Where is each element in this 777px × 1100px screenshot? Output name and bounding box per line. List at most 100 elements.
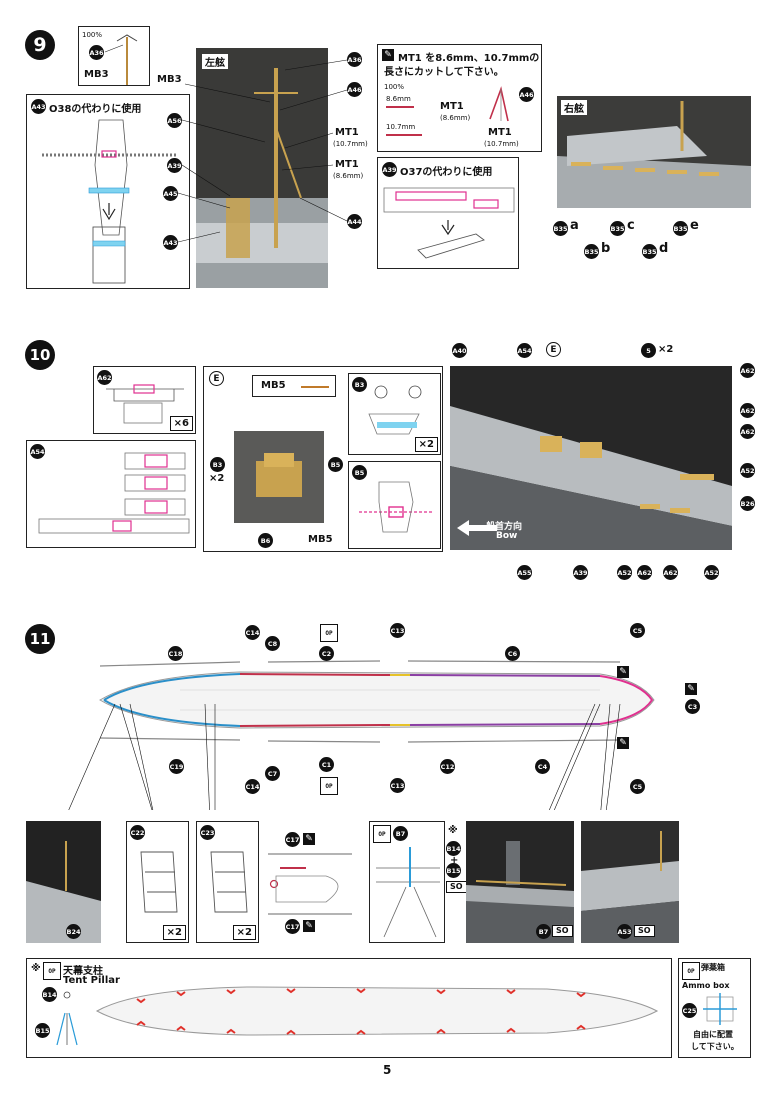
tent-note: ※ bbox=[31, 963, 41, 974]
mt1-cut-box: ✎ MT1 を8.6mm、10.7mmの 長さにカットして下さい。 100% 8… bbox=[377, 44, 542, 152]
o38-drawing bbox=[42, 119, 177, 284]
hull-plan-view bbox=[68, 660, 655, 810]
tent-title-jp: 天幕支柱 bbox=[63, 966, 103, 977]
c2-top: C2 bbox=[319, 646, 334, 661]
mt1-scale: 100% bbox=[384, 83, 405, 91]
mt1-length-b: (8.6mm) bbox=[333, 172, 364, 180]
a62-drawing bbox=[106, 384, 184, 424]
step10-photo-art bbox=[450, 406, 732, 550]
b35a-badge: B35 bbox=[553, 221, 568, 236]
o37-note: O37の代わりに使用 bbox=[400, 167, 493, 178]
knife-icon-bottom: ✎ bbox=[617, 737, 629, 749]
a54-callout: A54 bbox=[517, 343, 532, 358]
b5-drawing bbox=[359, 481, 433, 533]
stbd-title: 右舷 bbox=[561, 100, 587, 115]
b7-drawing bbox=[376, 847, 440, 938]
b35d-badge: B35 bbox=[642, 244, 657, 259]
knife-icon-stern: ✎ bbox=[685, 683, 697, 695]
c13-bottom: C13 bbox=[390, 778, 405, 793]
c12-bottom: C12 bbox=[440, 759, 455, 774]
ammo-line2: して下さい。 bbox=[691, 1042, 739, 1051]
port-title: 左舷 bbox=[202, 54, 228, 69]
port-side-photo: 左舷 bbox=[196, 48, 328, 288]
c17-top-callout: C17 bbox=[285, 832, 300, 847]
part-badge: C23 bbox=[200, 825, 215, 840]
o38-replacement-box: A43 O38の代わりに使用 bbox=[26, 94, 190, 289]
a62-callout-2: A62 bbox=[740, 403, 755, 418]
c1-bottom: C1 bbox=[319, 757, 334, 772]
a52-bottom-1: A52 bbox=[617, 565, 632, 580]
ammo-title-en: Ammo box bbox=[682, 981, 730, 990]
op-icon: OP bbox=[43, 962, 61, 980]
five-callout: 5 bbox=[641, 343, 656, 358]
op-bottom-icon: OP bbox=[320, 777, 338, 795]
knife-icon-c17-bottom: ✎ bbox=[303, 920, 315, 932]
mt1-callout-a: MT1 bbox=[335, 127, 359, 138]
a56-callout: A56 bbox=[167, 113, 182, 128]
c22-drawing bbox=[140, 851, 178, 913]
mb5-rod bbox=[301, 386, 329, 388]
ammo-box-panel: OP 弾薬箱 Ammo box C25 自由に配置 して下さい。 bbox=[678, 958, 751, 1058]
a62-qty: ×6 bbox=[169, 416, 193, 431]
c23-drawing bbox=[210, 851, 248, 913]
b24-callout: B24 bbox=[66, 924, 81, 939]
plus-sign: + bbox=[450, 855, 459, 866]
mt1-len2: 10.7mm bbox=[386, 123, 416, 131]
bow-label-jp: 船首方向 bbox=[486, 522, 523, 532]
page-number: 5 bbox=[383, 1063, 392, 1077]
c4-bottom: C4 bbox=[535, 759, 550, 774]
part-badge: A39 bbox=[382, 162, 397, 177]
b3-callout: B3 bbox=[210, 457, 225, 472]
c7-bottom: C7 bbox=[265, 766, 280, 781]
c19-bottom: C19 bbox=[169, 759, 184, 774]
mt1-label-8-len: (8.6mm) bbox=[440, 114, 471, 122]
b14-badge: B14 bbox=[42, 987, 57, 1002]
b35c-badge: B35 bbox=[610, 221, 625, 236]
e-photo-art bbox=[256, 453, 302, 497]
mt1-label-10: MT1 bbox=[488, 127, 512, 138]
c8-top: C8 bbox=[265, 636, 280, 651]
b15-callout: B15 bbox=[446, 863, 461, 878]
b7-photo-so: SO bbox=[552, 925, 573, 937]
o38-note: O38の代わりに使用 bbox=[49, 104, 142, 115]
b3-qty: ×2 bbox=[209, 473, 225, 484]
ammo-line1: 自由に配置 bbox=[693, 1030, 733, 1039]
c23-qty: ×2 bbox=[232, 925, 256, 940]
mt1-len1: 8.6mm bbox=[386, 95, 411, 103]
c3-stern: C3 bbox=[685, 699, 700, 714]
five-qty: ×2 bbox=[658, 344, 674, 355]
b7-note: ※ bbox=[448, 825, 458, 836]
step-9-number: 9 bbox=[25, 30, 55, 60]
o37-drawing bbox=[383, 187, 515, 259]
a53-so: SO bbox=[634, 925, 655, 937]
op-icon: OP bbox=[682, 962, 700, 980]
b14-callout: B14 bbox=[446, 841, 461, 856]
a44-callout: A44 bbox=[347, 214, 362, 229]
c17-drawing bbox=[268, 853, 352, 915]
tent-pillar-box: ※ OP 天幕支柱 Tent Pillar B14 B15 bbox=[26, 958, 672, 1058]
a52-callout: A52 bbox=[740, 463, 755, 478]
b35c-letter: c bbox=[627, 218, 635, 233]
mt1-cut-drawing bbox=[386, 86, 509, 136]
b6-callout: B6 bbox=[258, 533, 273, 548]
mt1-cut-line2: 長さにカットして下さい。 bbox=[384, 67, 504, 78]
b7-badge: B7 bbox=[393, 826, 408, 841]
b35e-badge: B35 bbox=[673, 221, 688, 236]
b26-callout: B26 bbox=[740, 496, 755, 511]
step10-main-photo bbox=[450, 366, 732, 550]
port-photo-art bbox=[196, 68, 328, 288]
c22-box: C22 ×2 bbox=[126, 821, 189, 943]
b5-callout: B5 bbox=[328, 457, 343, 472]
bow-arrow-icon bbox=[457, 520, 497, 536]
b35d-letter: d bbox=[659, 241, 669, 256]
c5-bottom: C5 bbox=[630, 779, 645, 794]
c22-qty: ×2 bbox=[162, 925, 186, 940]
c6-top: C6 bbox=[505, 646, 520, 661]
ammo-drawing bbox=[703, 993, 737, 1025]
mb3-callout: MB3 bbox=[157, 74, 182, 85]
part-badge: A54 bbox=[30, 444, 45, 459]
part-badge: B5 bbox=[352, 465, 367, 480]
tent-title-en: Tent Pillar bbox=[63, 975, 120, 986]
c25-badge: C25 bbox=[682, 1003, 697, 1018]
mast-reference-box: 100% A36 MB3 bbox=[78, 26, 150, 86]
